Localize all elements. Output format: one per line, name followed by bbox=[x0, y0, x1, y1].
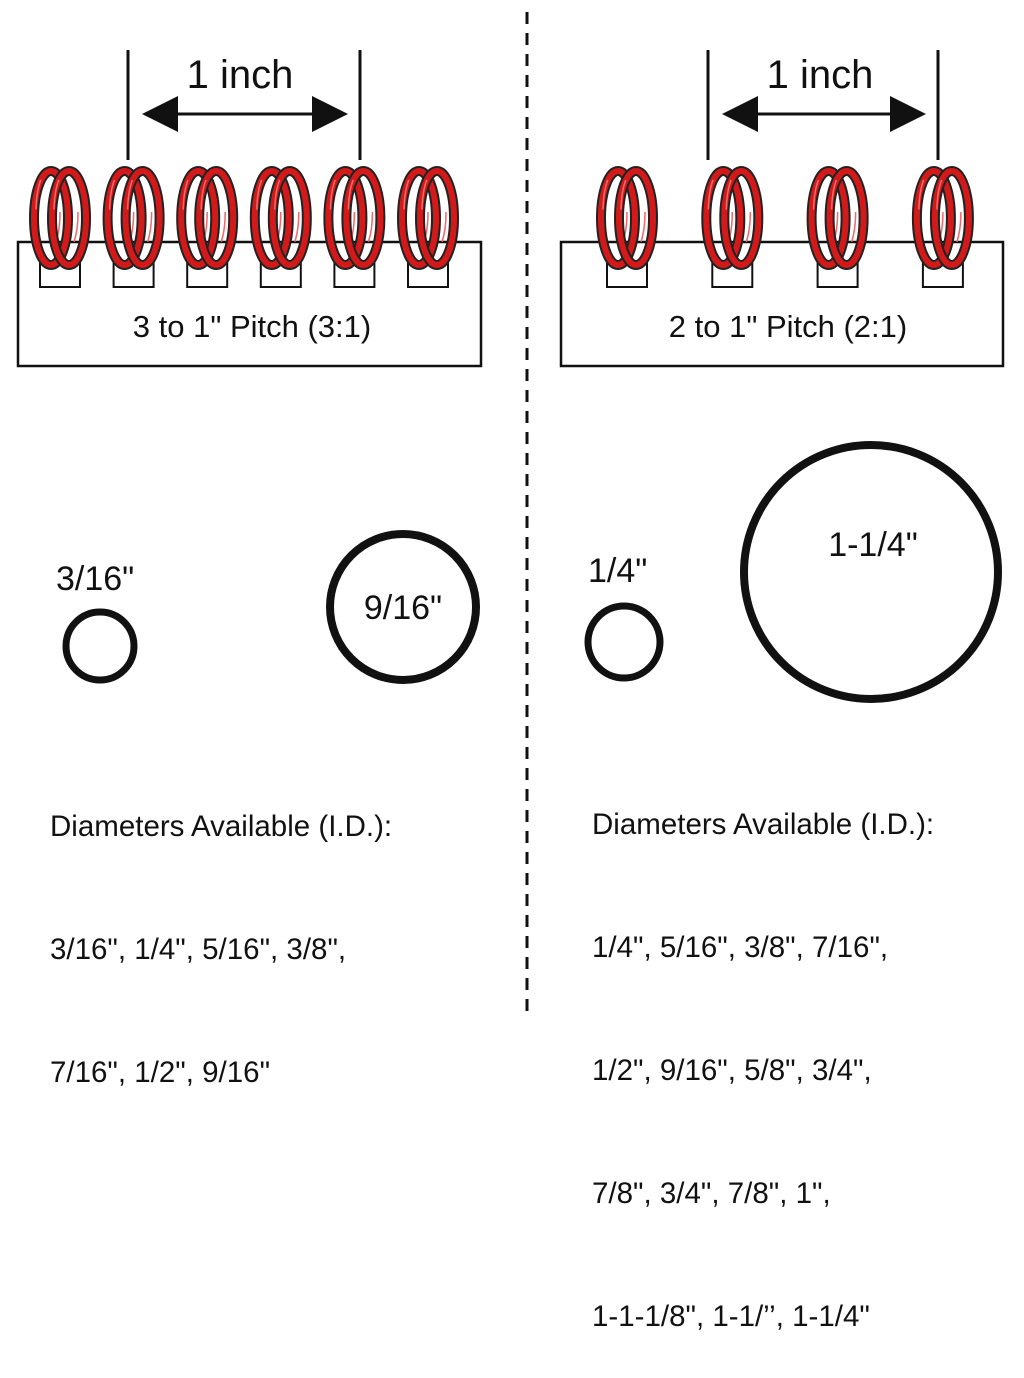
coil bbox=[176, 166, 239, 288]
right-dimension-label: 1 inch bbox=[767, 53, 874, 97]
diagram: 1 inch 1 inch 3 to 1" Pitch (3:1) 2 to 1… bbox=[16, 12, 1005, 1012]
coil bbox=[701, 166, 764, 288]
left-dimension: 1 inch bbox=[126, 50, 362, 160]
left-diameters-line: 7/16", 1/2", 9/16" bbox=[50, 1056, 271, 1089]
coil bbox=[596, 166, 658, 288]
right-large-ring-label: 1-1/4" bbox=[828, 526, 918, 564]
left-page-edge bbox=[16, 240, 483, 368]
right-coils bbox=[596, 166, 974, 288]
right-diameters-line: 1-1-1/8", 1-1/’’, 1-1/4" bbox=[592, 1300, 870, 1333]
right-dimension: 1 inch bbox=[706, 50, 940, 160]
coil bbox=[323, 166, 386, 288]
left-dimension-label: 1 inch bbox=[187, 53, 294, 97]
right-diameters-line: 1/4", 5/16", 3/8", 7/16", bbox=[592, 931, 889, 964]
right-pitch-label: 2 to 1" Pitch (2:1) bbox=[669, 309, 907, 344]
coil bbox=[249, 166, 312, 288]
left-pitch-label: 3 to 1" Pitch (3:1) bbox=[133, 309, 371, 344]
right-diameters-heading: Diameters Available (I.D.): bbox=[592, 808, 935, 841]
right-diameters: Diameters Available (I.D.): 1/4", 5/16",… bbox=[592, 722, 934, 1378]
right-diameters-line: 1/2", 9/16", 5/8", 3/4", bbox=[592, 1054, 872, 1087]
right-large-ring bbox=[740, 441, 1002, 703]
right-diameters-line: 7/8", 3/4", 7/8", 1", bbox=[592, 1177, 831, 1210]
coil bbox=[102, 166, 165, 288]
left-small-ring-label: 3/16" bbox=[56, 560, 134, 598]
left-diameters: Diameters Available (I.D.): 3/16", 1/4",… bbox=[50, 724, 392, 1134]
coil bbox=[911, 166, 974, 288]
left-coils bbox=[29, 166, 459, 288]
left-diameters-heading: Diameters Available (I.D.): bbox=[50, 810, 393, 843]
right-small-ring-label: 1/4" bbox=[588, 552, 647, 590]
right-small-ring bbox=[584, 602, 664, 682]
coil bbox=[806, 166, 869, 288]
coil bbox=[29, 166, 91, 288]
left-large-ring-label: 9/16" bbox=[364, 589, 442, 627]
coil bbox=[397, 166, 459, 288]
left-large-ring bbox=[326, 530, 480, 684]
left-small-ring bbox=[62, 608, 138, 684]
left-diameters-line: 3/16", 1/4", 5/16", 3/8", bbox=[50, 933, 347, 966]
